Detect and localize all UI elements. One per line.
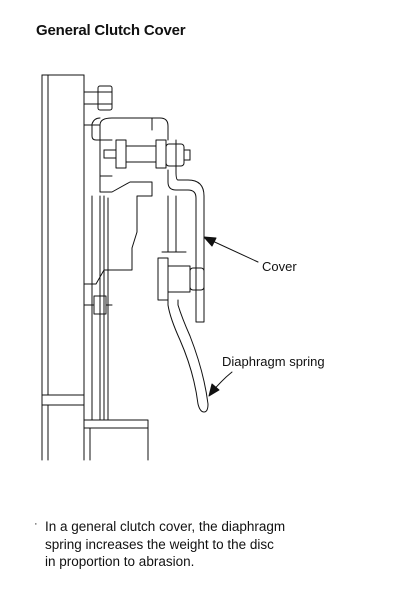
- diaphragm-spring-label: Diaphragm spring: [222, 354, 325, 369]
- description-paragraph: · In a general clutch cover, the diaphra…: [34, 518, 374, 571]
- diaphragm-spring: [163, 195, 209, 413]
- housing-bolt: [83, 85, 113, 111]
- diaphragm-leader-arrow: [208, 371, 233, 397]
- clutch-cover-shell: [91, 117, 205, 323]
- cover-leader-arrow: [203, 236, 259, 263]
- clutch-cover-diagram: [41, 74, 259, 461]
- pressure-plate: [83, 117, 153, 285]
- bullet-marker: ·: [34, 518, 38, 530]
- cover-label: Cover: [262, 259, 297, 274]
- clutch-disc-hub: [83, 195, 149, 461]
- pivot-rivet-middle: [157, 251, 205, 301]
- flywheel-plate: [41, 74, 85, 461]
- diagram-title: General Clutch Cover: [36, 22, 186, 39]
- description-text: In a general clutch cover, the diaphragm…: [45, 519, 286, 569]
- pivot-rivet-top: [103, 139, 191, 169]
